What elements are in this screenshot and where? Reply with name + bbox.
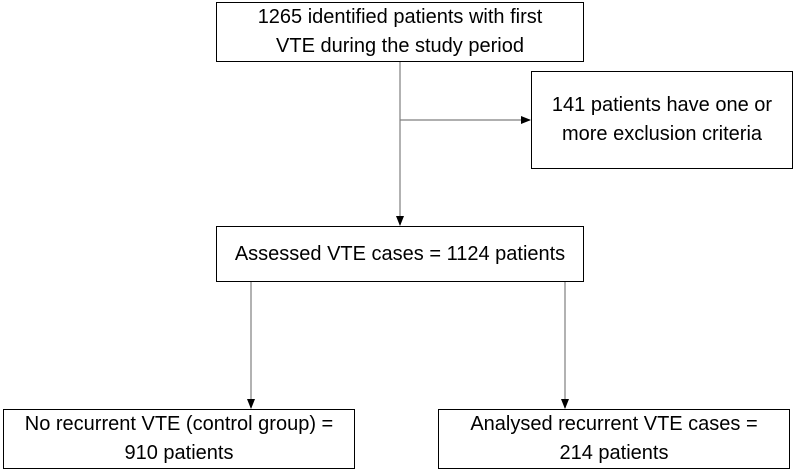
- identified-line-2: VTE during the study period: [276, 35, 524, 57]
- assessed-line-1: Assessed VTE cases = 1124 patients: [234, 242, 566, 265]
- assessed-cases-box: Assessed VTE cases = 1124 patients: [216, 226, 584, 282]
- excluded-patients-box: 141 patients have one or more exclusion …: [531, 71, 793, 169]
- control-group-box: No recurrent VTE (control group) = 910 p…: [3, 409, 355, 469]
- control-line-2: 910 patients: [124, 442, 234, 464]
- recurrent-line-2: 214 patients: [559, 442, 669, 464]
- recurrent-line-1: Analysed recurrent VTE cases =: [470, 413, 758, 435]
- control-line-1: No recurrent VTE (control group) =: [24, 413, 334, 435]
- recurrent-cases-box: Analysed recurrent VTE cases = 214 patie…: [438, 409, 790, 469]
- identified-patients-box: 1265 identified patients with first VTE …: [216, 2, 584, 62]
- excluded-line-1: 141 patients have one or: [551, 94, 773, 116]
- identified-line-1: 1265 identified patients with first: [257, 6, 543, 28]
- excluded-line-2: more exclusion criteria: [561, 123, 763, 145]
